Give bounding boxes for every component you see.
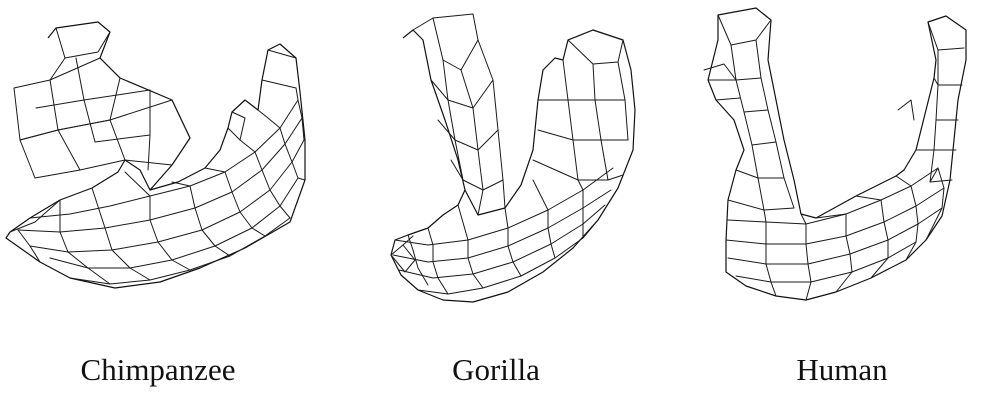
chimpanzee-mandible-wireframe [0, 0, 333, 340]
caption-gorilla: Gorilla [452, 352, 540, 388]
caption-chimpanzee: Chimpanzee [81, 352, 236, 388]
caption-human: Human [796, 352, 887, 388]
panel-chimpanzee: Chimpanzee [0, 0, 333, 402]
panel-human: Human [666, 0, 999, 402]
gorilla-mandible-wireframe [333, 0, 666, 340]
human-mandible-wireframe [666, 0, 999, 340]
panel-gorilla: Gorilla [333, 0, 666, 402]
